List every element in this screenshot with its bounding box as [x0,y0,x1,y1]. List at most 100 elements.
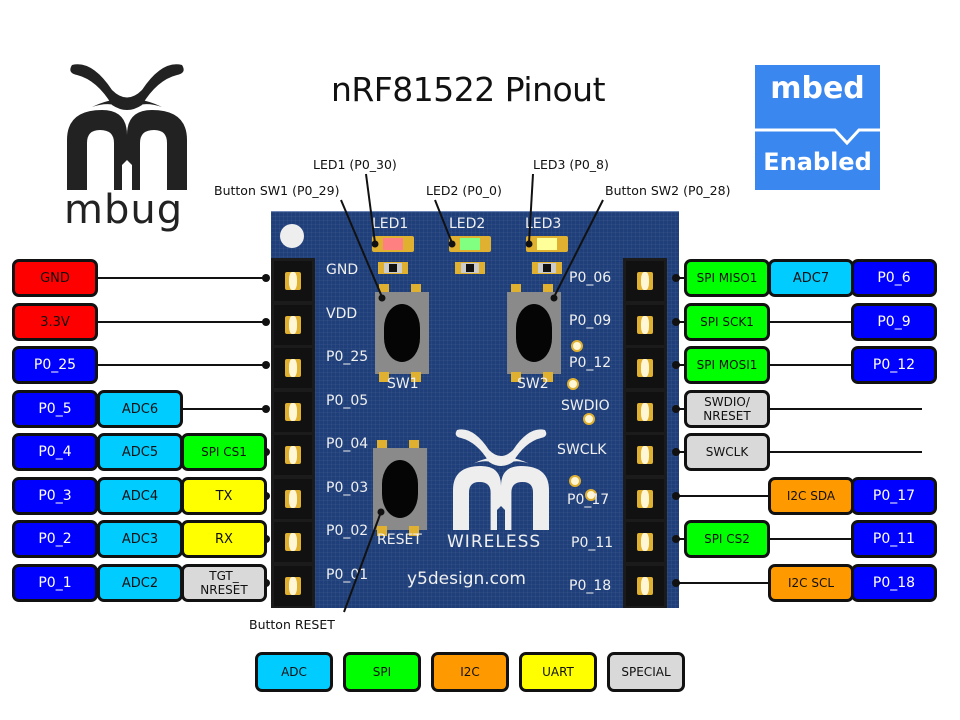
reset-leg [377,526,387,536]
callout-line-sw1 [340,199,383,298]
left-header [271,258,315,608]
callout-line-led2 [434,199,453,244]
mbed-divider-icon [755,128,880,146]
pin-pad [285,576,301,595]
right-pin-wire [676,408,922,410]
pin-tag-spi-mosi1: SPI MOSI1 [684,346,770,384]
right-header [623,258,667,608]
callout-line-sw2 [553,199,604,298]
silk-label-p0-25: P0_25 [326,349,369,365]
pin-tag-adc5: ADC5 [97,433,183,471]
pin-tag-p0-17: P0_17 [851,477,937,515]
test-point [571,340,583,352]
left-pin-dot [262,274,270,282]
pin-tag-spi-miso1: SPI MISO1 [684,259,770,297]
mbug-logo: mbug [62,55,192,240]
resistor-1 [378,262,408,274]
pin-tag-p0-9: P0_9 [851,303,937,341]
pin-pad [637,446,653,464]
button-sw2[interactable] [507,292,561,374]
right-header-pin [626,391,664,432]
pin-tag-spi-cs1: SPI CS1 [181,433,267,471]
sw1-cap [384,304,420,362]
silk-label-swdio: SWDIO [561,398,610,414]
callout-line-led3 [528,173,534,244]
sw2-leg [543,284,553,294]
wireless-text: WIRELESS [447,532,542,552]
sw1-leg [379,372,389,382]
sw1-leg [379,284,389,294]
legend-item-adc: ADC [255,652,333,692]
silk-label-p0-01: P0_01 [326,566,369,583]
pin-tag-adc4: ADC4 [97,477,183,515]
callout-reset: Button RESET [249,617,335,632]
mounting-hole [280,224,304,248]
pin-tag-p0-18: P0_18 [851,564,937,602]
pin-pad [637,576,653,595]
led3-lens [537,238,557,250]
mbug-logo-text: mbug [64,187,184,233]
button-reset[interactable] [373,448,427,530]
led3 [526,236,568,252]
pin-tag-adc3: ADC3 [97,520,183,558]
silk-label-p0-09: P0_09 [569,313,612,329]
callout-dot-reset [377,508,385,516]
pin-pad [285,402,301,421]
left-pin-dot [262,405,270,413]
silk-label-vdd: VDD [326,305,358,322]
pin-pad [285,359,301,377]
led2-label: LED2 [449,216,486,232]
board-url: y5design.com [407,569,526,589]
led1 [372,236,414,252]
pin-tag-swclk: SWCLK [684,433,770,471]
left-header-pin [274,348,312,388]
left-header-pin [274,435,312,475]
pin-pad [285,272,301,290]
silk-label-p0-02: P0_02 [326,523,369,539]
reset-leg [377,440,387,450]
silk-label-gnd: GND [326,262,359,278]
pin-tag-adc7: ADC7 [768,259,854,297]
pin-tag-tgt-nreset: TGT_ NRESET [181,564,267,602]
right-pin-wire [676,451,922,453]
right-header-pin [626,348,664,388]
left-pin-wire [52,321,266,323]
test-point [585,489,597,501]
pin-tag-p0-4: P0_4 [12,433,98,471]
silk-label-p0-05: P0_05 [326,392,369,409]
left-pin-dot [262,318,270,326]
pin-tag-spi-cs2: SPI CS2 [684,520,770,558]
button-sw1[interactable] [375,292,429,374]
pin-pad [637,489,653,508]
callout-dot-sw2 [550,294,558,302]
page-title: nRF81522 Pinout [330,70,606,109]
callout-dot-led3 [525,240,533,248]
pin-tag-p0-11: P0_11 [851,520,937,558]
silk-label-p0-12: P0_12 [569,355,612,371]
pin-pad [637,402,653,421]
pin-tag-p0-6: P0_6 [851,259,937,297]
pin-pad [637,315,653,334]
mbug-wireless-logo-icon [453,429,549,530]
right-header-pin [626,304,664,345]
callout-line-led1 [365,173,376,244]
sw1-leg [411,284,421,294]
led1-label: LED1 [372,216,409,232]
pin-tag-swdio-nreset: SWDIO/ NRESET [684,390,770,428]
silk-label-p0-06: P0_06 [569,270,612,286]
callout-dot-sw1 [378,294,386,302]
led2 [449,236,491,252]
sw1-leg [411,372,421,382]
pin-tag-adc2: ADC2 [97,564,183,602]
mbed-enabled-logo: mbed Enabled [755,65,880,190]
led3-label: LED3 [525,216,562,232]
right-header-pin [626,478,664,519]
sw2-cap [516,304,552,362]
pin-tag-i2c-sda: I2C SDA [768,477,854,515]
led2-lens [460,238,480,250]
pin-tag-3-3v: 3.3V [12,303,98,341]
legend-item-uart: UART [519,652,597,692]
sw2-label: SW2 [517,376,549,392]
pin-tag-gnd: GND [12,259,98,297]
